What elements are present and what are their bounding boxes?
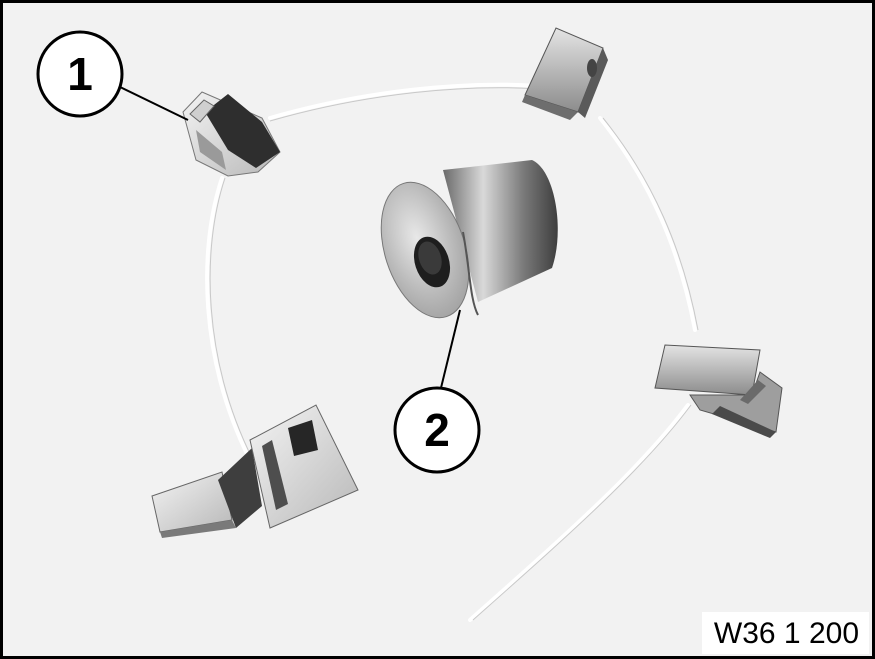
part-2-bushing <box>380 160 558 319</box>
callout-2-leader <box>439 309 461 393</box>
callout-1: 1 <box>36 30 124 118</box>
bottom-left-clip <box>151 404 359 538</box>
wire-loop-shadow <box>209 87 699 621</box>
callout-1-leader <box>117 85 189 121</box>
wire-loop <box>205 82 697 622</box>
top-right-block <box>522 27 608 120</box>
part-1-clip <box>182 91 281 177</box>
callout-2-label: 2 <box>424 404 450 456</box>
right-block <box>654 344 783 438</box>
figure-reference-number: W36 1 200 <box>701 612 869 654</box>
callout-2: 2 <box>393 386 481 474</box>
callout-1-label: 1 <box>67 48 93 100</box>
